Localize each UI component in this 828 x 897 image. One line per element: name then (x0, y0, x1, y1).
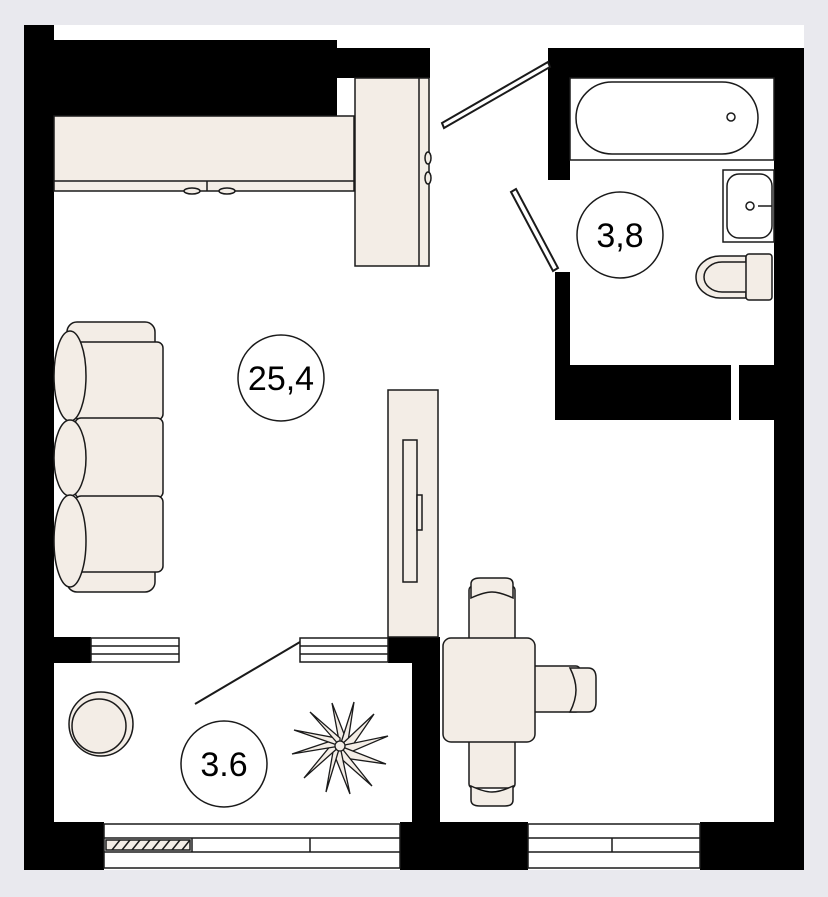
chair-icon (468, 737, 516, 789)
plant-icon (291, 701, 389, 795)
window-icon (90, 637, 389, 663)
tv-base (416, 494, 423, 531)
wardrobe-icon (53, 77, 432, 267)
cabinet (354, 77, 430, 267)
area-label-living: 25,4 (248, 360, 314, 398)
area-badge-bathroom: 3,8 (576, 191, 664, 279)
door-entrance (440, 60, 552, 130)
wall-bath-bottom (555, 365, 731, 420)
tv-icon (387, 389, 439, 638)
wall-bath-left-upper (548, 48, 570, 180)
bathtub-icon (569, 77, 775, 161)
wall-balcony-left (24, 637, 91, 663)
window-bottom-right (527, 823, 701, 869)
window-balcony-left (90, 637, 180, 663)
window-balcony-right (299, 637, 389, 663)
armchair-icon (68, 691, 134, 757)
window-sill-hatch (105, 839, 191, 851)
toilet-icon (695, 253, 773, 301)
wall-top-left (24, 40, 337, 116)
window-bottom-left (103, 823, 401, 869)
wall-bath-bottom-right (739, 365, 779, 420)
area-label-bathroom: 3,8 (596, 217, 643, 255)
tv-screen (402, 439, 418, 583)
door-balcony (194, 641, 301, 705)
door-icon (194, 60, 560, 705)
drain (726, 112, 736, 122)
wall-left (24, 25, 54, 870)
dining-table (442, 637, 536, 743)
dining-table-icon (442, 577, 597, 807)
wall-right (774, 48, 804, 870)
area-badge-balcony: 3.6 (180, 720, 268, 808)
walls (24, 25, 804, 870)
window-icon (103, 823, 401, 869)
wall-top-right (548, 48, 804, 78)
window-icon (527, 823, 701, 869)
wall-bottom-mid (400, 822, 528, 870)
area-badge-living: 25,4 (237, 334, 325, 422)
wall-bottom-right (700, 822, 804, 870)
wall-bottom-left (24, 822, 104, 870)
door-bathroom (509, 187, 560, 273)
area-label-balcony: 3.6 (200, 746, 247, 784)
sofa-icon (53, 321, 164, 593)
wall-top-mid (337, 48, 430, 78)
sink-icon (722, 169, 775, 243)
